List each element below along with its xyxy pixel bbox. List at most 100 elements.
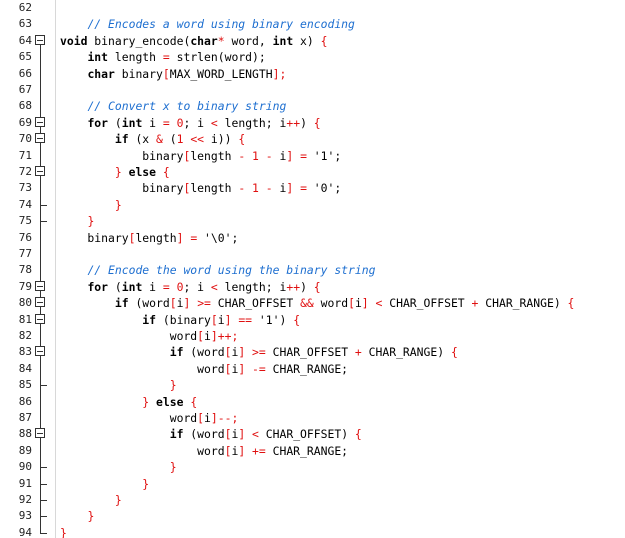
code-text[interactable]: word[i]++; — [60, 328, 239, 344]
code-text[interactable]: // Convert x to binary string — [60, 98, 286, 114]
line-number: 73 — [18, 181, 32, 195]
code-line[interactable]: 91 } — [0, 475, 625, 493]
code-line[interactable]: 67 — [0, 82, 625, 99]
code-line[interactable]: 92 } — [0, 492, 625, 509]
code-line[interactable]: 88 if (word[i] < CHAR_OFFSET) { — [0, 426, 625, 444]
fold-collapse-icon[interactable] — [34, 426, 52, 444]
fold-collapse-icon[interactable] — [34, 311, 52, 329]
code-line[interactable]: 73 binary[length - 1 - i] = '0'; — [0, 180, 625, 198]
code-token: word — [60, 361, 225, 376]
code-line[interactable]: 83 if (word[i] >= CHAR_OFFSET + CHAR_RAN… — [0, 344, 625, 362]
fold-end-icon — [34, 492, 52, 509]
code-token: length — [108, 50, 163, 65]
code-line[interactable]: 72 } else { — [0, 164, 625, 181]
code-token — [60, 345, 170, 359]
code-text[interactable]: } — [60, 197, 122, 213]
fold-collapse-icon[interactable] — [34, 131, 52, 149]
code-line[interactable]: 94} — [0, 524, 625, 538]
code-line[interactable]: 63 // Encodes a word using binary encodi… — [0, 16, 625, 32]
code-text[interactable]: } — [60, 525, 67, 538]
line-number: 70 — [18, 132, 32, 146]
line-number: 75 — [18, 214, 32, 228]
code-token: word — [60, 443, 225, 458]
code-text[interactable]: if (word[i] >= CHAR_OFFSET + CHAR_RANGE)… — [60, 344, 458, 360]
code-line[interactable]: 80 if (word[i] >= CHAR_OFFSET && word[i]… — [0, 295, 625, 313]
code-text[interactable]: if (word[i] < CHAR_OFFSET) { — [60, 426, 362, 442]
code-text[interactable]: } — [60, 213, 94, 229]
code-token — [60, 165, 115, 179]
code-text[interactable]: // Encode the word using the binary stri… — [60, 262, 375, 278]
code-line[interactable]: 93 } — [0, 508, 625, 526]
code-text[interactable]: } else { — [60, 394, 197, 410]
code-token: [ — [169, 296, 177, 311]
code-token: '1'; — [306, 148, 342, 163]
code-text[interactable]: if (word[i] >= CHAR_OFFSET && word[i] < … — [60, 295, 575, 311]
fold-collapse-icon[interactable] — [34, 278, 52, 296]
line-number: 90 — [18, 460, 32, 474]
code-text[interactable]: if (binary[i] == '1') { — [60, 312, 300, 328]
code-line[interactable]: 79 for (int i = 0; i < length; i++) { — [0, 278, 625, 296]
code-text[interactable]: for (int i = 0; i < length; i++) { — [60, 279, 320, 295]
fold-collapse-icon[interactable] — [34, 295, 52, 313]
code-line[interactable]: 77 — [0, 246, 625, 263]
code-line[interactable]: 87 word[i]--; — [0, 410, 625, 427]
code-text[interactable]: } — [60, 377, 177, 393]
code-line[interactable]: 74 } — [0, 196, 625, 214]
code-token — [60, 395, 142, 409]
code-line[interactable]: 70 if (x & (1 << i)) { — [0, 131, 625, 149]
code-line[interactable]: 69 for (int i = 0; i < length; i++) { — [0, 114, 625, 132]
code-token: (word — [183, 345, 225, 360]
code-token: // Encode the word using the binary stri… — [87, 263, 376, 278]
line-number: 83 — [18, 345, 32, 359]
code-text[interactable]: word[i] -= CHAR_RANGE; — [60, 361, 348, 377]
code-text[interactable]: // Encodes a word using binary encoding — [60, 16, 354, 32]
code-line[interactable]: 89 word[i] += CHAR_RANGE; — [0, 442, 625, 460]
fold-guide-icon — [34, 65, 52, 83]
code-text[interactable]: } — [60, 492, 122, 508]
code-token: = — [162, 115, 170, 130]
code-line[interactable]: 90 } — [0, 459, 625, 477]
code-text[interactable]: binary[length - 1 - i] = '1'; — [60, 148, 341, 164]
code-line[interactable]: 76 binary[length] = '\0'; — [0, 229, 625, 247]
code-token: [ — [128, 230, 136, 245]
code-token: i — [231, 443, 239, 458]
fold-collapse-icon[interactable] — [34, 344, 52, 362]
fold-collapse-icon[interactable] — [34, 33, 52, 50]
code-text[interactable]: int length = strlen(word); — [60, 49, 265, 65]
fold-collapse-icon[interactable] — [34, 164, 52, 181]
code-token — [369, 296, 376, 310]
code-line[interactable]: 68 // Convert x to binary string — [0, 98, 625, 116]
code-line[interactable]: 66 char binary[MAX_WORD_LENGTH]; — [0, 65, 625, 83]
code-token: int — [272, 33, 294, 48]
code-token: { — [450, 345, 458, 360]
code-text[interactable]: } — [60, 459, 177, 475]
code-line[interactable]: 65 int length = strlen(word); — [0, 49, 625, 67]
code-text[interactable]: word[i]--; — [60, 410, 239, 426]
code-line[interactable]: 86 } else { — [0, 393, 625, 411]
code-token: [ — [224, 345, 232, 360]
code-line[interactable]: 84 word[i] -= CHAR_RANGE; — [0, 360, 625, 378]
code-token: } — [114, 197, 122, 212]
code-text[interactable]: } — [60, 476, 149, 492]
code-text[interactable]: } else { — [60, 164, 170, 180]
code-text[interactable]: char binary[MAX_WORD_LENGTH]; — [60, 66, 286, 82]
code-line[interactable]: 85 } — [0, 377, 625, 395]
code-line[interactable]: 71 binary[length - 1 - i] = '1'; — [0, 147, 625, 165]
code-line[interactable]: 62 — [0, 0, 625, 16]
code-text[interactable]: binary[length] = '\0'; — [60, 230, 238, 246]
code-text[interactable]: binary[length - 1 - i] = '0'; — [60, 180, 341, 196]
code-text[interactable]: for (int i = 0; i < length; i++) { — [60, 115, 320, 131]
code-text[interactable]: void binary_encode(char* word, int x) { — [60, 33, 328, 49]
code-text[interactable]: if (x & (1 << i)) { — [60, 131, 245, 147]
code-line[interactable]: 75 } — [0, 213, 625, 231]
fold-collapse-icon[interactable] — [34, 114, 52, 132]
code-line[interactable]: 78 // Encode the word using the binary s… — [0, 262, 625, 280]
code-text[interactable]: word[i] += CHAR_RANGE; — [60, 443, 348, 459]
code-line[interactable]: 81 if (binary[i] == '1') { — [0, 311, 625, 329]
code-token: // Convert x to binary string — [87, 99, 287, 114]
code-token — [60, 427, 170, 441]
code-text[interactable]: } — [60, 508, 94, 524]
code-line[interactable]: 82 word[i]++; — [0, 328, 625, 345]
